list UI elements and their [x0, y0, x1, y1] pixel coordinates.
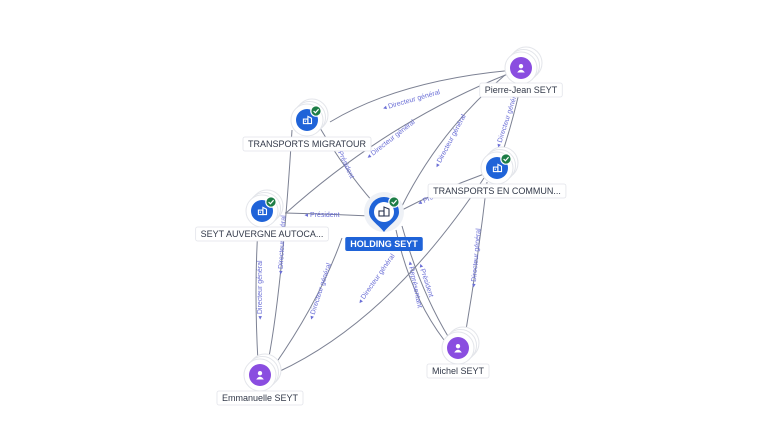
node-label-box — [427, 183, 567, 199]
verified-check-icon — [310, 105, 322, 117]
person-icon — [454, 344, 462, 353]
node-label-box — [242, 136, 372, 152]
building-icon — [257, 206, 268, 216]
edge-michel-commun — [464, 181, 488, 337]
edge-label-em-auvergne-1: ◂ Directeur général — [257, 260, 264, 320]
node-label-holding[interactable]: HOLDING SEYT — [345, 237, 423, 251]
building-icon — [302, 115, 313, 125]
node-label-box — [426, 363, 490, 379]
node-label-auvergne[interactable]: SEYT AUVERGNE AUTOCA... — [195, 226, 329, 242]
edge-em-holding — [273, 237, 343, 367]
edge-label-em-holding: ◂ Directeur général — [308, 262, 333, 321]
edge-label-pj-auvergne: ◂ Directeur général — [366, 119, 417, 161]
node-michel[interactable]: Michel SEYT — [426, 326, 490, 379]
edge-auvergne-holding — [284, 212, 371, 217]
edge-label-pj-migratour: ◂ Directeur général — [382, 89, 441, 112]
edge-label-em-auvergne-2: ◂ Directeur général — [277, 215, 287, 275]
edge-migratour-holding — [319, 127, 374, 203]
edge-label-auvergne-holding: ◂ Président — [304, 212, 339, 219]
node-label-text: Pierre-Jean SEYT — [485, 85, 558, 95]
person-icon — [256, 371, 264, 380]
building-icon — [378, 206, 390, 217]
node-label-migratour[interactable]: TRANSPORTS MIGRATOUR — [242, 136, 372, 152]
edge-label-pj-holding: ◂ Directeur général — [434, 113, 468, 169]
node-commun[interactable]: TRANSPORTS EN COMMUN... — [427, 146, 567, 199]
person-icon — [517, 64, 525, 73]
node-label-text: Michel SEYT — [432, 366, 485, 376]
node-label-box — [216, 390, 304, 406]
node-label-text: TRANSPORTS MIGRATOUR — [248, 139, 367, 149]
node-label-text: TRANSPORTS EN COMMUN... — [433, 186, 561, 196]
edge-em-auvergne-1 — [255, 227, 259, 363]
verified-check-icon — [500, 153, 512, 165]
verified-check-icon — [388, 196, 400, 208]
edge-label-pj-commun: ◂ Directeur général — [495, 90, 520, 149]
node-label-pierre[interactable]: Pierre-Jean SEYT — [479, 82, 563, 98]
node-holding[interactable]: HOLDING SEYT — [345, 192, 423, 251]
node-label-box — [195, 226, 329, 242]
node-label-text: SEYT AUVERGNE AUTOCA... — [201, 229, 324, 239]
node-label-box — [345, 237, 423, 251]
edge-em-commun — [277, 177, 485, 373]
node-pierre[interactable]: Pierre-Jean SEYT — [479, 46, 563, 98]
nodes: HOLDING SEYT TRANSPORTS MIGRATOUR SEYT AUV… — [195, 46, 567, 406]
verified-check-icon — [265, 196, 277, 208]
node-label-text: HOLDING SEYT — [350, 239, 418, 249]
edge-em-auvergne-2 — [267, 129, 293, 363]
node-label-michel[interactable]: Michel SEYT — [426, 363, 490, 379]
edge-pj-migratour — [329, 69, 515, 123]
node-label-box — [479, 82, 563, 98]
edge-label-em-commun: ◂ Directeur général — [357, 253, 397, 306]
node-migratour[interactable]: TRANSPORTS MIGRATOUR — [242, 98, 372, 152]
node-auvergne[interactable]: SEYT AUVERGNE AUTOCA... — [195, 189, 329, 242]
node-label-commun[interactable]: TRANSPORTS EN COMMUN... — [427, 183, 567, 199]
edge-label-michel-commun: ◂ Directeur général — [470, 228, 482, 288]
node-label-emmanuelle[interactable]: Emmanuelle SEYT — [216, 390, 304, 406]
node-emmanuelle[interactable]: Emmanuelle SEYT — [216, 353, 304, 406]
node-label-text: Emmanuelle SEYT — [222, 393, 299, 403]
building-icon — [492, 163, 503, 173]
